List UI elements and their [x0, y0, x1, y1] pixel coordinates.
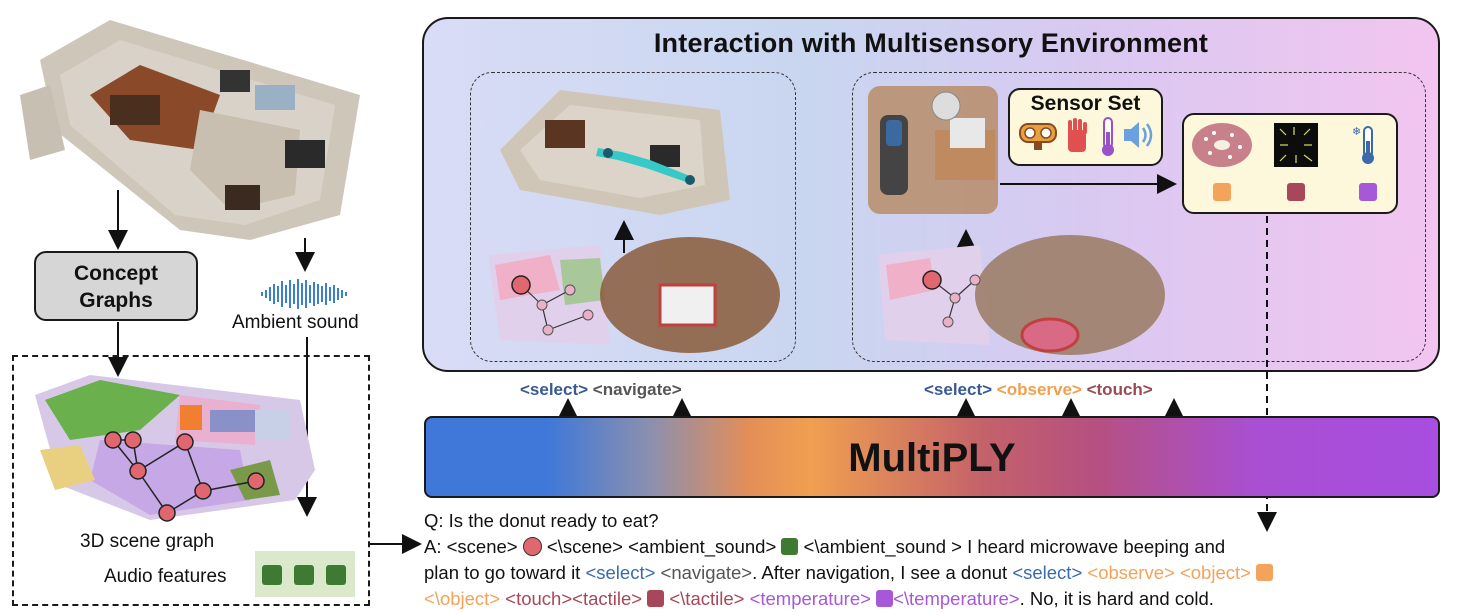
ambient-sound-label: Ambient sound	[232, 312, 359, 333]
scene-node-marker	[522, 537, 542, 556]
answer-object-close: <\object>	[424, 588, 501, 609]
sensor-icons	[1019, 117, 1153, 156]
token-navigate: <navigate>	[592, 380, 682, 399]
concept-graphs-line1: Concept	[74, 262, 158, 285]
answer-touch: <touch>	[505, 588, 573, 609]
audio-feature-marker	[781, 538, 799, 555]
donut-image	[1192, 123, 1252, 167]
token-select-left: <select>	[520, 380, 589, 399]
answer-line-2: plan to go toward it <select> <navigate>…	[424, 560, 1274, 585]
observation-icons: ❄	[1192, 123, 1377, 201]
sensor-set-label: Sensor Set	[1030, 92, 1141, 115]
answer-temperature: <temperature>	[749, 588, 871, 609]
scene-representation-box	[12, 355, 370, 606]
answer-line-3: <\object> <touch><tactile> <\tactile> <t…	[424, 586, 1214, 611]
navigation-room-view	[500, 90, 730, 215]
multiply-model-bar: MultiPLY	[424, 416, 1440, 498]
ambient-sound-waveform	[261, 279, 347, 309]
visual-feature-square	[1213, 183, 1231, 201]
answer-scene-close: <\scene> <ambient_sound>	[546, 536, 777, 557]
hand-icon	[1068, 118, 1087, 152]
sensor-observations-box: ❄	[1182, 113, 1398, 214]
question-text: Q: Is the donut ready to eat?	[424, 510, 659, 531]
answer-prefix: A: <scene>	[424, 536, 518, 557]
robot-observation-view	[868, 86, 998, 214]
panel-title: Interaction with Multisensory Environmen…	[653, 28, 1209, 58]
answer-select-1: <select>	[585, 562, 656, 583]
house-3d-scan	[20, 20, 360, 240]
audio-features-label: Audio features	[104, 566, 227, 587]
answer-observe: <observe>	[1087, 562, 1175, 583]
navigation-segmented-view	[488, 237, 780, 353]
tactile-map-image	[1274, 123, 1318, 167]
scene-graph-label: 3D scene graph	[80, 531, 215, 552]
temperature-feature-square	[1359, 183, 1377, 201]
answer-temperature-close: <\temperature>	[893, 588, 1020, 609]
answer-line2-mid: . After navigation, I see a donut	[752, 562, 1008, 583]
tactile-feature-square	[1287, 183, 1305, 201]
visual-feature-marker	[1256, 564, 1274, 581]
concept-graphs-line2: Graphs	[79, 289, 153, 312]
answer-ending: . No, it is hard and cold.	[1019, 588, 1214, 609]
svg-text:❄: ❄	[1352, 125, 1361, 138]
concept-graphs-box: Concept Graphs	[34, 251, 198, 321]
answer-object: <object>	[1179, 562, 1251, 583]
speaker-icon	[1124, 122, 1153, 148]
observation-subpanel	[852, 72, 1426, 362]
answer-tactile: <tactile>	[572, 588, 643, 609]
navigation-subpanel	[470, 72, 796, 362]
temperature-feature-marker	[876, 590, 894, 607]
token-select-right: <select>	[924, 380, 993, 399]
thermometer-icon	[1102, 117, 1114, 156]
answer-ambient-close: <\ambient_sound > I heard microwave beep…	[803, 536, 1226, 557]
camera-icon	[1019, 123, 1057, 150]
answer-navigate: <navigate>	[660, 562, 753, 583]
action-tokens-right: <select> <observe> <touch>	[924, 380, 1153, 400]
tactile-feature-marker	[647, 590, 665, 607]
thermometer-cold-icon: ❄	[1352, 125, 1374, 164]
answer-line-1: A: <scene> <\scene> <ambient_sound> <\am…	[424, 534, 1225, 559]
observation-segmented-view	[878, 235, 1165, 355]
action-tokens-left: <select> <navigate>	[520, 380, 682, 400]
token-observe: <observe>	[996, 380, 1082, 399]
sensor-set-box: Sensor Set	[1008, 88, 1163, 166]
answer-tactile-close: <\tactile>	[669, 588, 745, 609]
answer-line2-start: plan to go toward it	[424, 562, 581, 583]
token-touch: <touch>	[1086, 380, 1153, 399]
answer-select-2: <select>	[1012, 562, 1083, 583]
